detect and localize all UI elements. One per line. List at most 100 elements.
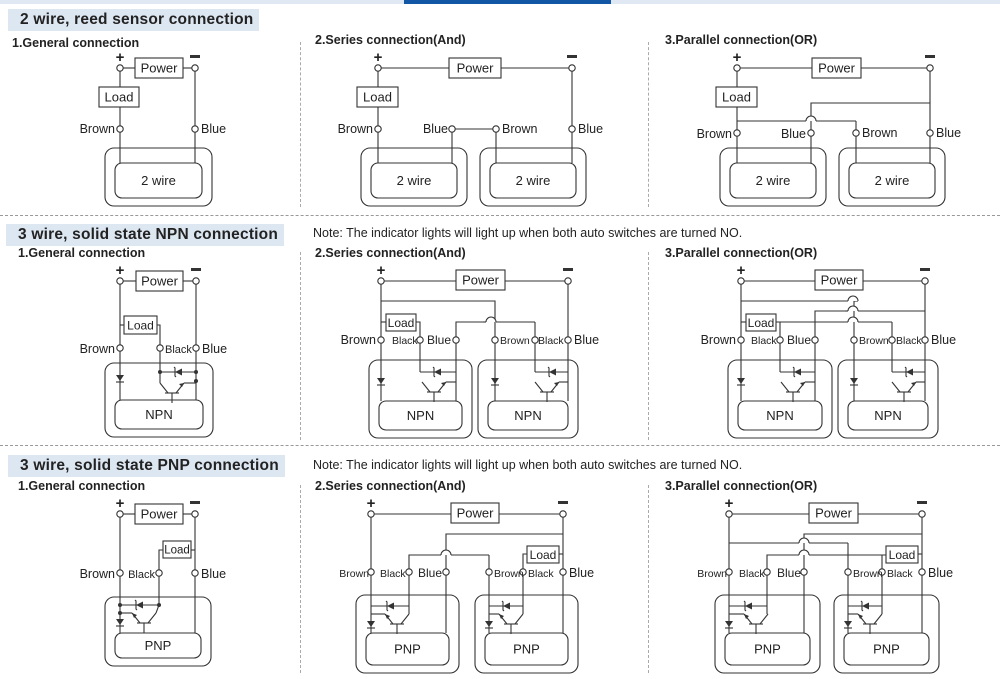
terminal [374,64,382,72]
wire-label-black: Black [128,569,155,581]
terminal [377,277,385,285]
wire-label-black: Black [887,568,913,580]
wire-label-blue: Blue [423,122,448,136]
plus-sign: + [374,49,383,66]
load-text: Load [105,90,134,105]
terminal [192,277,200,285]
terminal [559,510,567,518]
terminal [191,569,199,577]
load-text: Load [363,90,392,105]
wire-label-brown: Brown [339,568,369,580]
wire [891,381,901,393]
wire [455,321,483,337]
sensor-label: 2 wire [141,173,176,188]
wire [155,604,160,614]
terminal [725,510,733,518]
wire-label-blue: Blue [418,566,442,580]
terminal [116,64,124,72]
wire-label-blue: Blue [578,122,603,136]
wire-label-brown: Brown [862,126,897,140]
wire-label-black: Black [528,568,554,580]
wire-label-brown: Brown [853,568,883,580]
wire-label-blue: Blue [928,566,953,580]
plus-sign: + [725,495,734,512]
sensor-label: PNP [145,638,172,653]
wire [547,366,551,378]
wire [147,612,157,624]
sensor-label: NPN [874,408,901,423]
sensor-body [489,162,577,199]
terminal [452,336,460,344]
divider [300,42,301,207]
diagram-label-npn-series: 2.Series connection(And) [315,246,466,260]
led-icon [844,621,852,627]
divider [300,485,301,673]
terminal [568,125,576,133]
divider [648,42,649,207]
note-pnp: Note: The indicator lights will light up… [313,458,743,472]
wire-crossover [798,549,810,556]
load-text: Load [127,318,154,332]
wire-label-black: Black [751,335,777,347]
wire-label-blue: Blue [201,122,226,136]
wire-label-blue: Blue [777,566,801,580]
terminal [733,129,741,137]
terminal [776,336,784,344]
terminal [485,568,493,576]
divider [300,252,301,440]
section-title-npn: 3 wire, solid state NPN connection [6,224,285,246]
emitter-arrow [499,614,504,619]
sensor-label: NPN [407,408,434,423]
terminal [492,125,500,133]
sensor-body [848,162,936,199]
wire [408,554,440,569]
minus-sign [190,55,200,58]
wire-crossover [847,295,859,302]
terminal [156,344,164,352]
terminal [116,510,124,518]
note-npn: Note: The indicator lights will light up… [313,226,743,240]
load-text: Load [722,90,751,105]
diagram-label-pnp-series: 2.Series connection(And) [315,479,466,493]
diode-icon [794,368,801,376]
sensor-body [114,399,204,430]
terminal [807,129,815,137]
wire [400,613,410,625]
diode-icon [745,602,752,610]
power-text: Power [141,61,179,76]
power-box [808,502,859,524]
led-icon [377,378,385,384]
load-text: Load [164,545,190,557]
minus-sign [925,55,935,58]
section-divider [0,215,1000,216]
wire [904,366,908,378]
wire-label-brown: Brown [80,342,115,356]
terminal [737,277,745,285]
power-text: Power [821,273,859,288]
sensor-body [737,400,823,431]
wire-label-blue: Blue [936,126,961,140]
load-text: Load [530,548,557,562]
minus-sign [190,501,200,504]
diode-icon [136,601,143,609]
section-title-2wire: 2 wire, reed sensor connection [8,9,260,31]
diode-icon [175,368,182,376]
wire [381,300,496,337]
led-icon [116,375,124,381]
wire-label-black: Black [538,335,564,347]
wire [759,613,769,625]
led-icon [725,621,733,627]
terminal [918,568,926,576]
terminal [559,568,567,576]
terminal [155,569,163,577]
plus-sign: + [377,262,386,279]
wire [159,382,169,394]
wire [780,381,790,393]
terminal [191,125,199,133]
terminal [737,336,745,344]
power-text: Power [141,274,179,289]
plus-sign: + [367,495,376,512]
emitter-arrow [744,614,749,619]
